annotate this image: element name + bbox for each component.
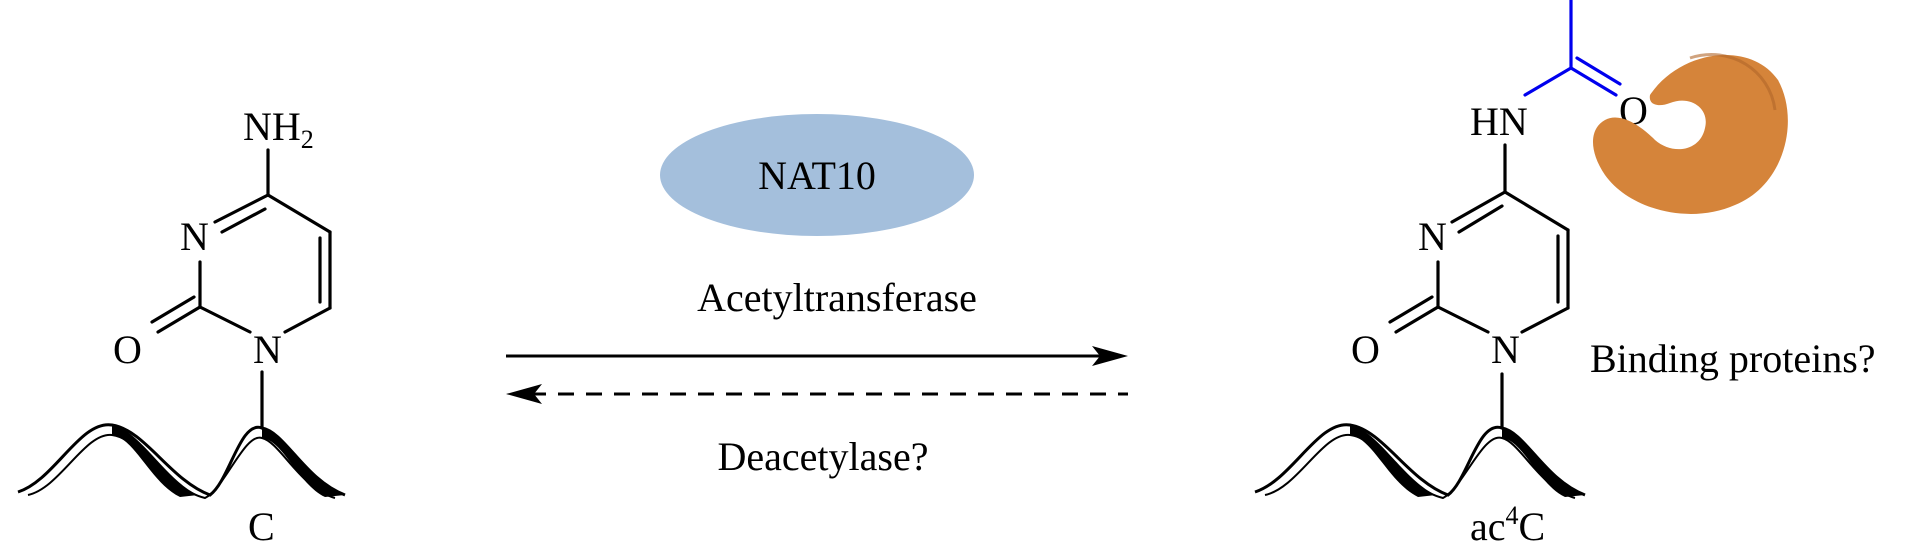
acetyl-group — [1523, 0, 1622, 97]
carbonyl-o-label-r: O — [1351, 327, 1380, 372]
cytidine-structure: NH2 N N O C — [17, 104, 346, 547]
bond-n3-c4-r — [1450, 190, 1507, 224]
bond-n3-c4 — [213, 193, 270, 224]
bond-n3-c4-inner-r — [1457, 204, 1504, 234]
bond-c2-o-r — [1394, 305, 1440, 334]
bond-c4-c5-r — [1503, 190, 1570, 232]
bond-c2-o-inner — [150, 295, 196, 324]
ring-n3-label: N — [180, 214, 209, 259]
bond-c6-n1 — [283, 306, 332, 334]
forward-arrowhead — [1092, 346, 1128, 366]
reverse-arrowhead — [506, 384, 542, 404]
bond-c2-o — [156, 305, 202, 334]
bond-c4-c5 — [266, 193, 332, 234]
ac4c-structure: O HN N N O ac4C — [1254, 0, 1648, 547]
binding-protein-icon — [1592, 53, 1788, 214]
amide-nh-label: HN — [1470, 99, 1528, 144]
bond-n1-c2-r — [1436, 305, 1490, 334]
bond-n1-c2 — [198, 305, 252, 334]
reverse-reaction-label: Deacetylase? — [718, 434, 929, 479]
ac4c-caption: ac4C — [1470, 501, 1545, 547]
bond-c6-n1-r — [1520, 306, 1570, 334]
carbonyl-o-label: O — [113, 327, 142, 372]
enzyme-name-label: NAT10 — [758, 153, 876, 198]
rna-backbone-ribbon-left — [17, 423, 346, 500]
cytidine-caption: C — [248, 504, 275, 547]
ring-n3-label-r: N — [1418, 214, 1447, 259]
bond-c2-o-inner-r — [1388, 295, 1434, 324]
binding-proteins-label: Binding proteins? — [1590, 336, 1876, 381]
bond-n3-c4-inner — [220, 207, 267, 234]
reaction-center: NAT10 Acetyltransferase Deacetylase? — [506, 114, 1128, 479]
amino-group-label: NH2 — [243, 104, 314, 154]
forward-reaction-label: Acetyltransferase — [697, 275, 977, 320]
ring-n1-label: N — [253, 327, 282, 372]
rna-backbone-ribbon-right — [1254, 423, 1586, 500]
nat10-ellipse — [660, 114, 974, 236]
ring-n1-label-r: N — [1491, 327, 1520, 372]
